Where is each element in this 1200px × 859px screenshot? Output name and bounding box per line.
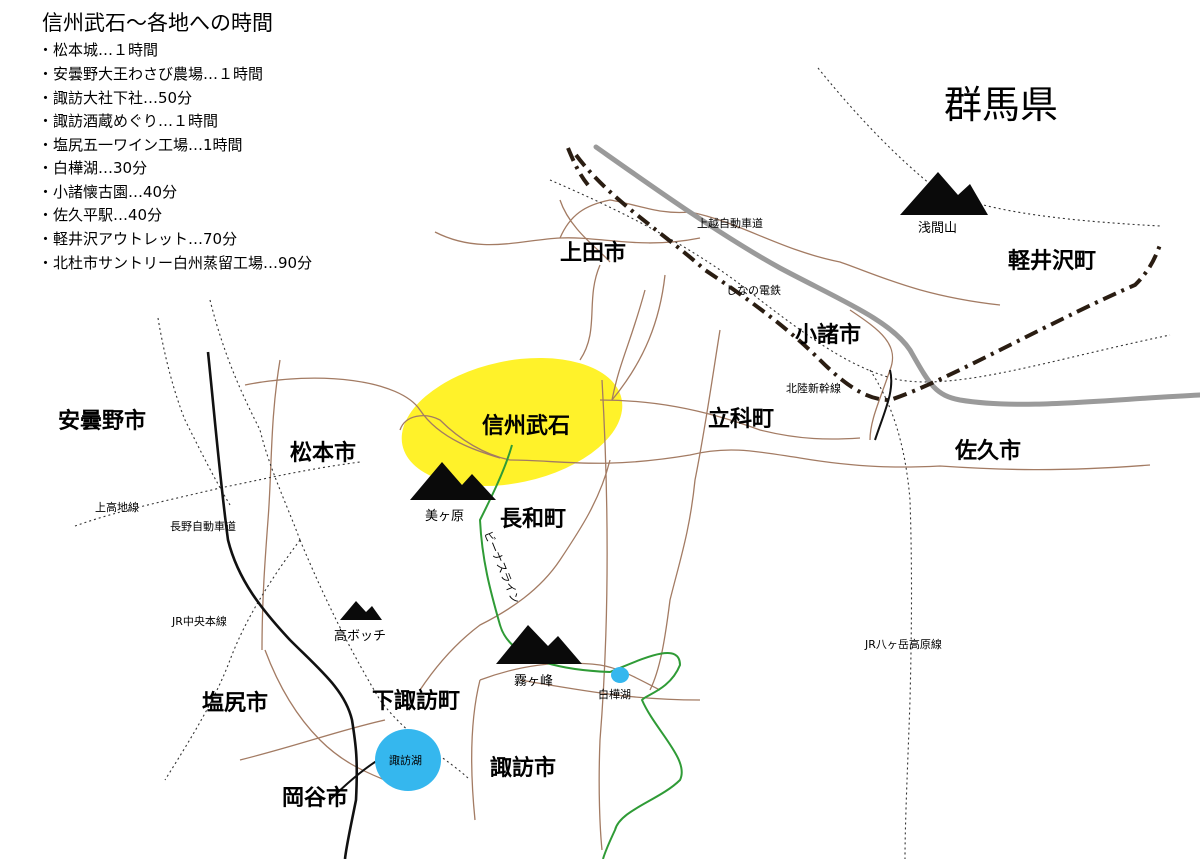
time-item: ・白樺湖…30分 xyxy=(38,159,147,177)
dotted-line xyxy=(299,539,471,781)
roads xyxy=(239,199,1151,851)
time-item: ・北杜市サントリー白州蒸留工場…90分 xyxy=(38,254,312,272)
label-asama: 浅間山 xyxy=(918,221,957,236)
label-utsukushigahara: 美ヶ原 xyxy=(425,509,464,524)
time-item: ・軽井沢アウトレット…70分 xyxy=(38,230,237,248)
label-lake-shirakaba: 白樺湖 xyxy=(598,687,631,701)
time-item: ・松本城…１時間 xyxy=(38,41,158,59)
time-item: ・諏訪酒蔵めぐり…１時間 xyxy=(38,112,218,130)
label-hokuriku: 北陸新幹線 xyxy=(786,381,841,395)
road xyxy=(244,377,501,459)
road xyxy=(479,662,661,691)
road xyxy=(519,679,701,701)
dotted-line xyxy=(817,67,1161,227)
mountain-icon xyxy=(496,625,582,664)
lake-shirakaba xyxy=(611,667,629,683)
city-matsumoto: 松本市 xyxy=(290,440,356,466)
road xyxy=(849,309,894,441)
time-item: ・小諸懐古園…40分 xyxy=(38,183,177,201)
road xyxy=(264,649,386,781)
city-karuizawa: 軽井沢町 xyxy=(1008,248,1096,274)
takeishi-highlight xyxy=(401,357,623,487)
road xyxy=(598,379,608,851)
road xyxy=(239,719,386,761)
venus-line xyxy=(478,444,683,859)
road xyxy=(559,199,1001,306)
road xyxy=(509,449,1151,471)
mountain-icon xyxy=(340,601,382,620)
time-item: ・佐久平駅…40分 xyxy=(38,206,162,224)
jr-chuo-line xyxy=(206,351,359,859)
label-takabocchi: 高ボッチ xyxy=(334,628,386,644)
mountain-icon xyxy=(410,462,496,500)
label-kamikochi: 上高地線 xyxy=(95,500,139,514)
times-list: ・松本城…１時間 ・安曇野大王わさび農場…１時間 ・諏訪大社下社…50分 ・諏訪… xyxy=(38,41,312,272)
hokuriku-shinkansen xyxy=(566,147,590,187)
city-shimosuwa: 下諏訪町 xyxy=(372,688,460,714)
time-item: ・塩尻五一ワイン工場…1時間 xyxy=(38,136,243,154)
time-item: ・諏訪大社下社…50分 xyxy=(38,89,192,107)
lake-suwa xyxy=(375,729,441,791)
road xyxy=(579,264,601,361)
road xyxy=(471,679,481,821)
city-komoro: 小諸市 xyxy=(795,322,861,348)
highlight-takeishi: 信州武石 xyxy=(482,413,570,439)
road xyxy=(419,459,611,691)
time-item: ・安曇野大王わさび農場…１時間 xyxy=(38,65,263,83)
dotted-line xyxy=(869,369,913,859)
railways xyxy=(566,147,1162,403)
mountains xyxy=(340,172,988,664)
joshinetsu-expressway xyxy=(593,144,1200,407)
label-venus: ビーナスライン xyxy=(481,529,522,605)
label-koumi: JR八ヶ岳高原線 xyxy=(864,637,942,651)
label-joshinetsu: 上越自動車道 xyxy=(697,216,763,230)
road xyxy=(649,329,721,691)
city-nagawa: 長和町 xyxy=(500,507,566,532)
dotted-line xyxy=(74,461,361,527)
city-azumino: 安曇野市 xyxy=(58,408,146,434)
dotted-line xyxy=(164,539,301,781)
dotted-line xyxy=(157,317,231,506)
label-nagano-exp: 長野自動車道 xyxy=(170,519,236,533)
road xyxy=(261,359,281,651)
shinano-railway xyxy=(574,153,1162,403)
prefecture-label: 群馬県 xyxy=(944,83,1058,127)
road xyxy=(611,274,666,401)
label-chuo: JR中央本線 xyxy=(171,614,227,628)
city-saku: 佐久市 xyxy=(954,438,1021,464)
label-kirigamine: 霧ヶ峰 xyxy=(514,674,553,689)
road xyxy=(874,369,893,441)
label-lake-suwa: 諏訪湖 xyxy=(389,753,422,767)
road xyxy=(559,199,611,263)
city-ueda: 上田市 xyxy=(560,240,626,266)
map-title: 信州武石〜各地への時間 xyxy=(42,11,273,35)
city-suwa: 諏訪市 xyxy=(490,755,556,781)
label-shinano: しなの電鉄 xyxy=(726,283,781,297)
road xyxy=(611,289,646,401)
road xyxy=(399,415,511,461)
city-okaya: 岡谷市 xyxy=(282,785,348,811)
road xyxy=(599,399,861,440)
mountain-icon xyxy=(900,172,988,215)
city-tateshina: 立科町 xyxy=(708,406,774,432)
city-shiojiri: 塩尻市 xyxy=(202,690,268,716)
